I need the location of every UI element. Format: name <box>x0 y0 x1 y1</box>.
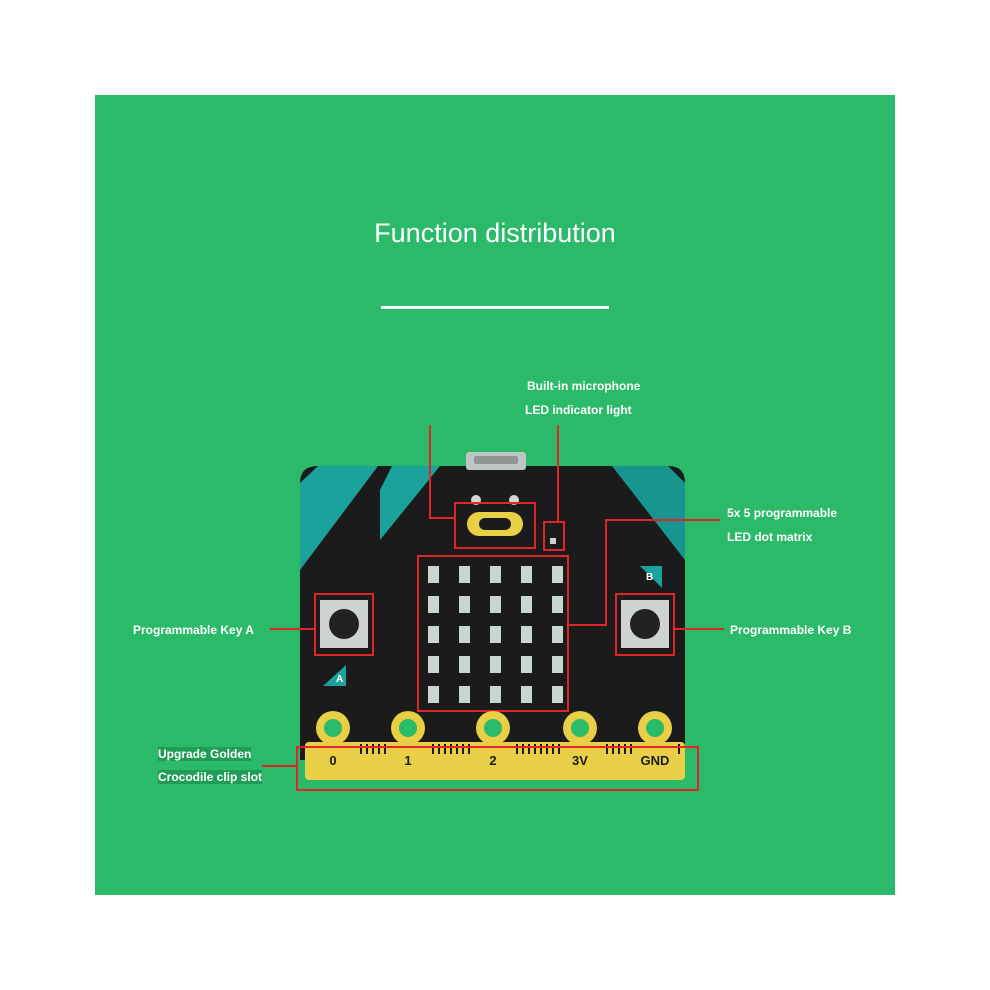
edge-finger <box>528 744 530 754</box>
led-cell <box>490 566 501 583</box>
edge-finger <box>450 744 452 754</box>
matrix-label-line2: LED dot matrix <box>727 530 813 544</box>
edge-finger <box>540 744 542 754</box>
edge-finger <box>612 744 614 754</box>
button-b-letter: B <box>646 572 653 583</box>
edge-finger <box>468 744 470 754</box>
teal-accent-left-2 <box>380 466 440 540</box>
button-a-highlight-box <box>314 593 374 656</box>
led-cell <box>521 686 532 703</box>
mic-highlight-box <box>454 502 536 549</box>
gold-edge-strip <box>305 742 685 780</box>
mic-label-line2: LED indicator light <box>525 403 632 417</box>
led-cell <box>552 566 563 583</box>
led-cell <box>521 656 532 673</box>
mic-callout-line <box>429 425 455 519</box>
matrix-label-line1: 5x 5 programmable <box>727 506 838 520</box>
led-cell <box>459 656 470 673</box>
button-a-letter: A <box>336 674 343 685</box>
gold-comb <box>360 744 680 754</box>
led-cell <box>428 596 439 613</box>
edge-finger <box>438 744 440 754</box>
led-cell <box>490 656 501 673</box>
gold-pin-rings <box>316 711 672 745</box>
led-matrix <box>428 566 563 703</box>
edge-finger <box>372 744 374 754</box>
led-cell <box>552 686 563 703</box>
title-underline <box>381 306 609 309</box>
button-a-cap <box>329 609 359 639</box>
pin-label-gnd: GND <box>641 753 670 768</box>
button-b-marker <box>640 566 662 588</box>
teal-accent-right <box>612 466 685 560</box>
pin-label-2: 2 <box>489 753 496 768</box>
led-cell <box>552 656 563 673</box>
pin-hole <box>399 719 417 737</box>
led-cell <box>490 686 501 703</box>
led-cell <box>459 626 470 643</box>
edge-finger <box>546 744 548 754</box>
edge-finger <box>516 744 518 754</box>
matrix-callout-line <box>568 519 720 626</box>
edge-finger <box>462 744 464 754</box>
led-cell <box>459 596 470 613</box>
led-cell <box>428 626 439 643</box>
led-cell <box>552 626 563 643</box>
led-cell <box>428 566 439 583</box>
button-b-cap <box>630 609 660 639</box>
led-cell <box>521 626 532 643</box>
edge-finger <box>552 744 554 754</box>
teal-accent-left <box>300 466 378 570</box>
pin-hole <box>571 719 589 737</box>
led-cell <box>490 626 501 643</box>
pin-hole <box>324 719 342 737</box>
edge-finger <box>522 744 524 754</box>
edge-finger <box>366 744 368 754</box>
edge-finger <box>384 744 386 754</box>
led-cell <box>521 596 532 613</box>
pin-hole <box>646 719 664 737</box>
pin-label-3v: 3V <box>572 753 588 768</box>
pin-label-1: 1 <box>404 753 411 768</box>
edge-finger <box>378 744 380 754</box>
led-indicator <box>550 538 556 544</box>
edge-finger <box>444 744 446 754</box>
led-indicator-highlight-box <box>543 521 565 551</box>
edge-finger <box>606 744 608 754</box>
edge-finger <box>432 744 434 754</box>
led-cell <box>490 596 501 613</box>
led-cell <box>459 566 470 583</box>
led-cell <box>428 656 439 673</box>
key-a-label: Programmable Key A <box>133 623 254 637</box>
mic-label-line1: Built-in microphone <box>527 379 641 393</box>
led-cell <box>459 686 470 703</box>
key-b-label: Programmable Key B <box>730 623 852 637</box>
edge-finger <box>618 744 620 754</box>
edge-finger <box>360 744 362 754</box>
edge-finger <box>630 744 632 754</box>
slot-label-line1: Upgrade Golden <box>158 747 252 761</box>
pin-hole <box>484 719 502 737</box>
edge-finger <box>558 744 560 754</box>
edge-finger <box>534 744 536 754</box>
edge-finger <box>678 744 680 754</box>
page-title: Function distribution <box>374 218 616 248</box>
edge-finger <box>624 744 626 754</box>
button-b-highlight-box <box>615 593 675 656</box>
crocodile-slot-highlight-box <box>296 746 699 791</box>
edge-finger <box>456 744 458 754</box>
slot-label-line2: Crocodile clip slot <box>158 770 263 784</box>
led-cell <box>552 596 563 613</box>
button-a-marker <box>323 665 346 686</box>
led-cell <box>428 686 439 703</box>
led-cell <box>521 566 532 583</box>
pin-label-0: 0 <box>329 753 336 768</box>
